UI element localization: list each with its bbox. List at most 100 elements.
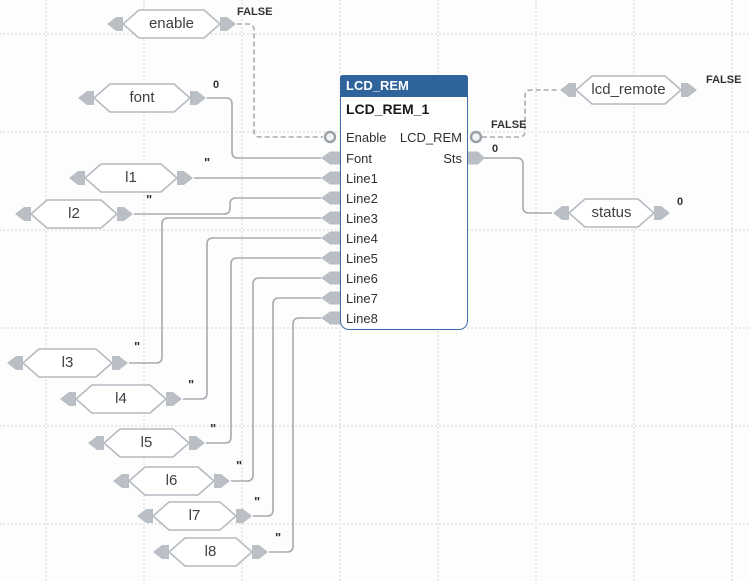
function-block-LCD_REM[interactable]: LCD_REM LCD_REM_1 Enable Font Line1 Line…: [340, 75, 468, 330]
wire-LCDREM-to-lcd_remote[interactable]: [482, 89, 559, 138]
tag-shape: [30, 199, 118, 229]
wire-l6-to-Line6[interactable]: [231, 277, 321, 482]
tag-right-connector[interactable]: [681, 83, 697, 97]
tag-right-connector[interactable]: [214, 474, 230, 488]
pin-connector-line8[interactable]: [321, 311, 341, 325]
tag-left-connector[interactable]: [113, 474, 129, 488]
value-sts-pin: 0: [492, 143, 499, 155]
var-tag-l8[interactable]: l8: [152, 536, 269, 568]
tag-left-connector[interactable]: [78, 91, 94, 105]
tag-label: l4: [115, 390, 127, 407]
var-tag-l5[interactable]: l5: [87, 427, 206, 459]
tag-left-connector[interactable]: [7, 356, 23, 370]
tag-shape: [22, 348, 113, 378]
tag-shape: [575, 75, 682, 105]
var-tag-l6[interactable]: l6: [112, 465, 231, 497]
tag-label: l2: [68, 205, 80, 222]
pin-connector-line3[interactable]: [321, 211, 341, 225]
tag-label: l3: [61, 354, 74, 371]
var-tag-l1[interactable]: l1: [68, 162, 194, 194]
tag-shape: [568, 198, 655, 228]
pin-label-enable: Enable: [346, 130, 387, 145]
pin-connector-sts-out[interactable]: [467, 151, 485, 165]
grid-line: [143, 0, 145, 581]
grid-line: [633, 0, 635, 581]
pin-connector-line4[interactable]: [321, 231, 341, 245]
pin-connector-line6[interactable]: [321, 271, 341, 285]
tag-right-connector[interactable]: [654, 206, 670, 220]
tag-left-connector[interactable]: [60, 392, 76, 406]
wire-enable-to-Enable[interactable]: [237, 23, 323, 138]
wire-l7-to-Line7[interactable]: [253, 297, 321, 517]
var-tag-status[interactable]: status: [552, 197, 671, 229]
tag-right-connector[interactable]: [252, 545, 268, 559]
value-l6: ": [236, 458, 243, 473]
var-tag-l2[interactable]: l2: [14, 198, 134, 230]
pin-label-line8: Line8: [346, 311, 378, 326]
wire-Sts-to-status[interactable]: [484, 157, 552, 214]
wire-l3-to-Line3[interactable]: [129, 217, 321, 364]
pin-connector-line7[interactable]: [321, 291, 341, 305]
pin-connector-lcdrem-out[interactable]: [469, 130, 483, 144]
tag-right-connector[interactable]: [112, 356, 128, 370]
pin-connector-line1[interactable]: [321, 171, 341, 185]
tag-right-connector[interactable]: [220, 17, 236, 31]
var-tag-l4[interactable]: l4: [59, 383, 183, 415]
wire-l5-to-Line5[interactable]: [206, 257, 321, 444]
grid-line: [731, 0, 733, 581]
tag-label: l5: [140, 434, 153, 451]
tag-left-connector[interactable]: [88, 436, 104, 450]
var-tag-l3[interactable]: l3: [6, 347, 129, 379]
pin-label-font: Font: [346, 151, 373, 166]
wire-l2-to-Line2[interactable]: [134, 197, 321, 215]
tag-right-connector[interactable]: [189, 436, 205, 450]
pin-connector-line5[interactable]: [321, 251, 341, 265]
wire-l4-to-Line4[interactable]: [183, 237, 321, 400]
tag-label: l8: [204, 543, 217, 560]
var-tag-lcd_remote[interactable]: lcd_remote: [559, 74, 698, 106]
value-l8: ": [275, 530, 282, 545]
tag-left-connector[interactable]: [15, 207, 31, 221]
value-l5: ": [210, 421, 217, 436]
pin-label-line7: Line7: [346, 291, 378, 306]
tag-shape: [168, 537, 253, 567]
tag-shape: [93, 83, 191, 113]
pin-connector-font[interactable]: [321, 151, 341, 165]
pin-connector-line2[interactable]: [321, 191, 341, 205]
grid-line: [0, 33, 749, 35]
tag-right-connector[interactable]: [236, 509, 252, 523]
pin-connector-enable[interactable]: [323, 130, 337, 144]
tag-left-connector[interactable]: [553, 206, 569, 220]
tag-right-connector[interactable]: [117, 207, 133, 221]
tag-right-connector[interactable]: [166, 392, 182, 406]
var-tag-l7[interactable]: l7: [136, 500, 253, 532]
value-status: 0: [677, 196, 684, 208]
value-l4: ": [188, 377, 195, 392]
tag-left-connector[interactable]: [107, 17, 123, 31]
var-tag-font[interactable]: font: [77, 82, 207, 114]
pin-label-line5: Line5: [346, 251, 378, 266]
block-instance-name: LCD_REM_1: [346, 101, 430, 117]
tag-right-connector[interactable]: [177, 171, 193, 185]
wire-font-to-Font[interactable]: [207, 97, 321, 159]
pin-label-line1: Line1: [346, 171, 378, 186]
tag-label: lcd_remote: [591, 81, 666, 98]
grid-line: [0, 425, 749, 427]
tag-label: l7: [188, 507, 201, 524]
pin-label-line3: Line3: [346, 211, 378, 226]
pin-label-line2: Line2: [346, 191, 378, 206]
value-l2: ": [146, 192, 153, 207]
tag-left-connector[interactable]: [560, 83, 576, 97]
value-l7: ": [254, 494, 261, 509]
pin-label-sts-out: Sts: [443, 151, 462, 166]
wire-l8-to-Line8[interactable]: [269, 317, 321, 553]
tag-left-connector[interactable]: [69, 171, 85, 185]
var-tag-enable[interactable]: enable: [106, 8, 237, 40]
tag-right-connector[interactable]: [190, 91, 206, 105]
tag-left-connector[interactable]: [153, 545, 169, 559]
tag-left-connector[interactable]: [137, 509, 153, 523]
pin-label-line6: Line6: [346, 271, 378, 286]
block-type-title: LCD_REM: [340, 75, 468, 97]
